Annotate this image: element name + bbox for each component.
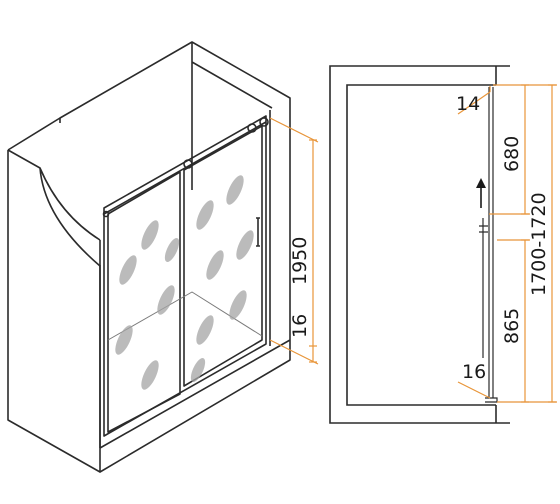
wall-outline (329, 65, 510, 424)
section-view (329, 65, 510, 424)
glass-panel-left (107, 171, 181, 433)
roller-icon (183, 159, 193, 169)
dimension-label-14: 14 (456, 93, 480, 115)
right-dimensions (457, 84, 557, 403)
side-curve (7, 149, 101, 267)
roller-icon (247, 123, 257, 133)
dimension-label-680: 680 (501, 136, 523, 172)
isometric-view (7, 41, 291, 473)
left-dimensions (269, 117, 319, 365)
back-wall (59, 41, 291, 318)
wall-inner-outline (346, 84, 496, 406)
handle-profile (479, 218, 488, 358)
dimension-label-1950: 1950 (289, 237, 311, 285)
dimension-label-16-left: 16 (289, 314, 311, 338)
glass-panel-right (183, 125, 263, 387)
floor-base (99, 318, 291, 473)
door-rail (103, 121, 267, 215)
stopper-icon (102, 210, 110, 218)
dimension-label-865: 865 (501, 308, 523, 344)
roller-icon (259, 117, 269, 127)
dimension-label-16-right: 16 (462, 361, 486, 383)
door-profile (488, 87, 494, 398)
inner-floor-line (107, 291, 263, 341)
door-bottom-guide (485, 397, 498, 403)
front-wall-segment (99, 110, 271, 448)
dimension-label-1700-1720: 1700-1720 (528, 192, 550, 296)
left-side-wall (7, 117, 101, 473)
door-frame (103, 115, 267, 437)
arrow-up-icon (476, 178, 486, 208)
glass-pattern (115, 175, 254, 390)
handle-icon (256, 217, 260, 247)
